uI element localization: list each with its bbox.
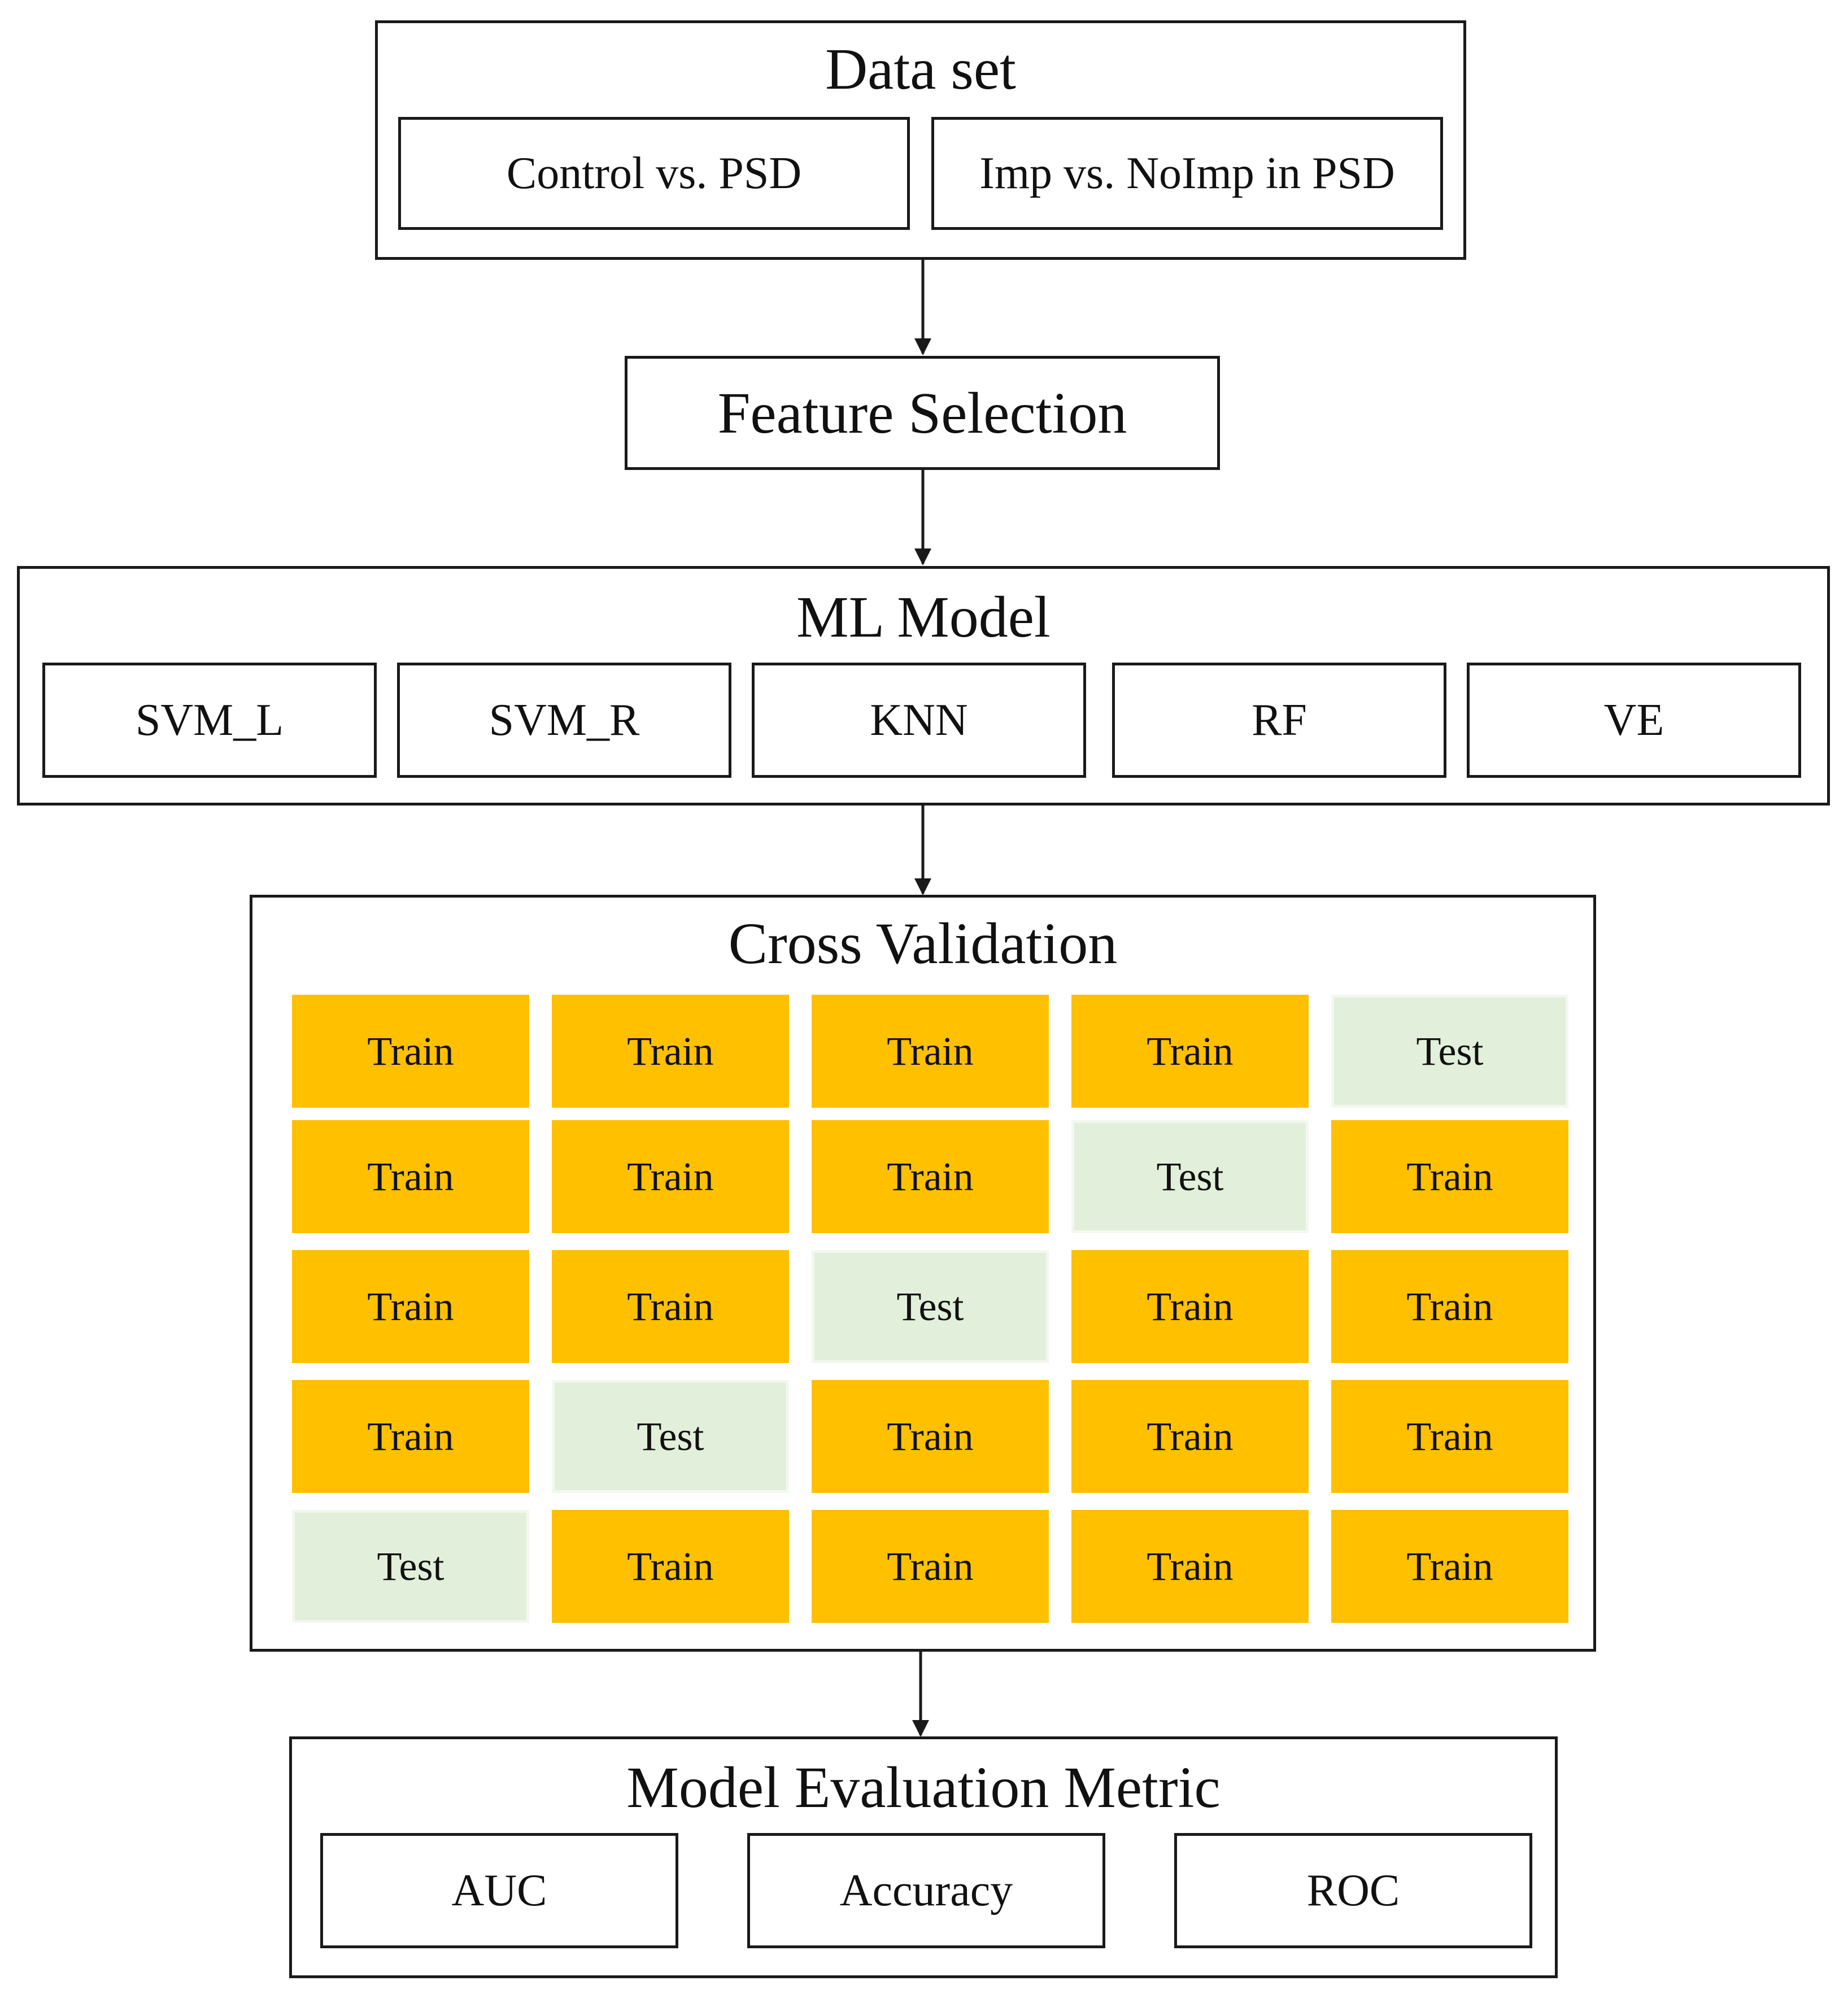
cv-cell-train: Train xyxy=(812,995,1049,1108)
metric-roc: ROC xyxy=(1174,1833,1532,1948)
model-svm-l: SVM_L xyxy=(42,663,377,778)
cross-validation-title: Cross Validation xyxy=(728,911,1118,976)
cv-cell-train: Train xyxy=(1071,1250,1309,1363)
cv-cell-train: Train xyxy=(812,1120,1049,1233)
cv-cell-train: Train xyxy=(1331,1510,1568,1623)
cv-cell-train: Train xyxy=(1071,1510,1309,1623)
dataset-item-imp-vs-noimp: Imp vs. NoImp in PSD xyxy=(931,117,1443,230)
cv-cell-train: Train xyxy=(1331,1380,1568,1493)
cv-cell-train: Train xyxy=(292,1120,529,1233)
cv-cell-train: Train xyxy=(552,1120,789,1233)
model-knn: KNN xyxy=(752,663,1086,778)
cv-cell-train: Train xyxy=(292,1380,529,1493)
ml-model-title: ML Model xyxy=(796,585,1051,650)
cv-cell-train: Train xyxy=(552,995,789,1108)
dataset-item-control-vs-psd: Control vs. PSD xyxy=(398,117,910,230)
cv-cell-train: Train xyxy=(292,995,529,1108)
cv-cell-test: Test xyxy=(292,1510,529,1623)
cv-cell-test: Test xyxy=(552,1380,789,1493)
cv-cell-train: Train xyxy=(812,1380,1049,1493)
dataset-title: Data set xyxy=(825,37,1016,102)
dataset-box: Data set Control vs. PSD Imp vs. NoImp i… xyxy=(375,20,1466,260)
cv-cell-test: Test xyxy=(1071,1120,1309,1233)
feature-selection-title: Feature Selection xyxy=(717,380,1127,446)
cv-cell-test: Test xyxy=(812,1250,1049,1363)
metric-auc: AUC xyxy=(320,1833,678,1948)
evaluation-title: Model Evaluation Metric xyxy=(626,1755,1221,1820)
metric-accuracy: Accuracy xyxy=(747,1833,1105,1948)
cv-cell-train: Train xyxy=(812,1510,1049,1623)
cv-cell-train: Train xyxy=(1331,1250,1568,1363)
cv-cell-train: Train xyxy=(1331,1120,1568,1233)
ml-model-box: ML Model SVM_L SVM_R KNN RF VE xyxy=(17,566,1830,806)
cv-cell-test: Test xyxy=(1331,995,1568,1108)
cv-cell-train: Train xyxy=(1071,995,1309,1108)
cv-cell-train: Train xyxy=(1071,1380,1309,1493)
evaluation-box: Model Evaluation Metric AUC Accuracy ROC xyxy=(289,1736,1558,1978)
model-ve: VE xyxy=(1467,663,1801,778)
cv-cell-train: Train xyxy=(552,1510,789,1623)
cv-cell-train: Train xyxy=(552,1250,789,1363)
feature-selection-box: Feature Selection xyxy=(625,356,1220,470)
model-svm-r: SVM_R xyxy=(397,663,731,778)
model-rf: RF xyxy=(1112,663,1446,778)
cv-cell-train: Train xyxy=(292,1250,529,1363)
